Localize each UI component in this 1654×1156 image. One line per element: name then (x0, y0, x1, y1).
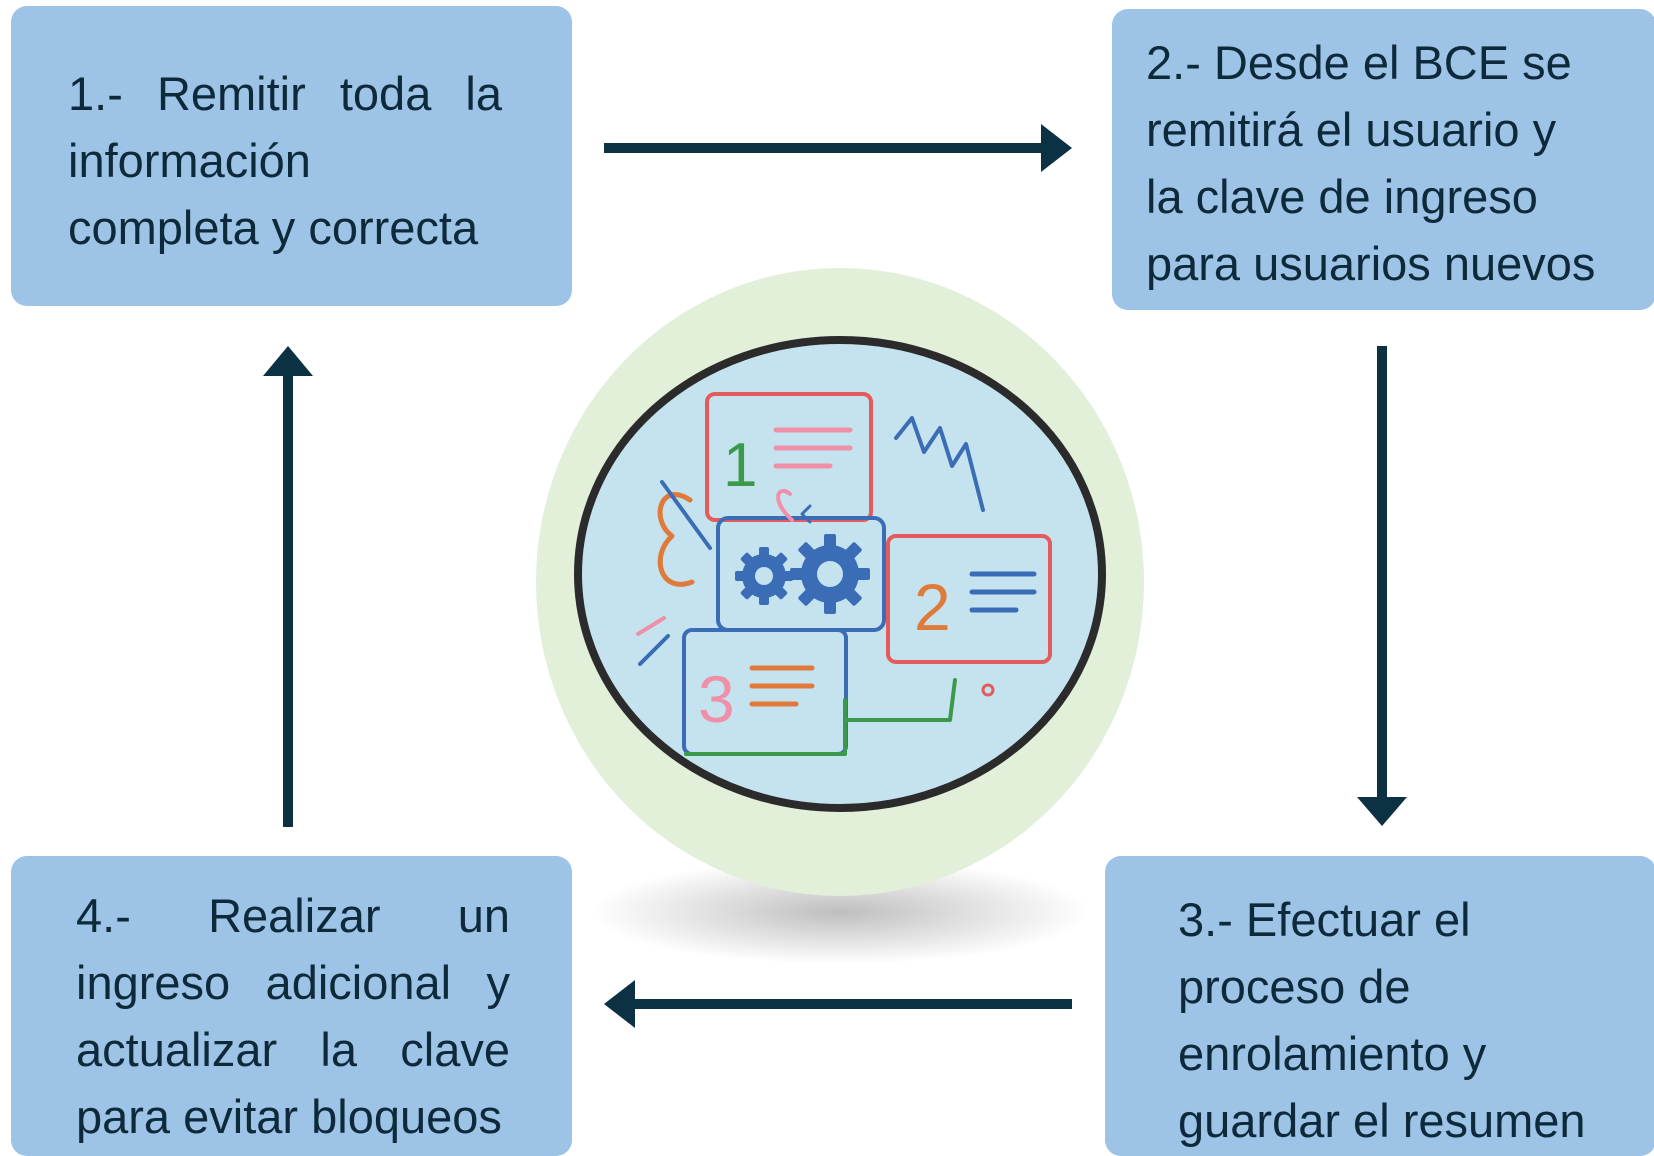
zigzag-mark (894, 416, 985, 512)
step-2-line-3: la clave de ingreso (1146, 170, 1538, 223)
squiggle-orange (657, 492, 695, 587)
step-3-box: 3.- Efectuar el proceso de enrolamiento … (1105, 856, 1654, 1156)
step-1-text: 1.- Remitir toda la información completa… (68, 67, 502, 254)
step-1-box: 1.- Remitir toda la información completa… (11, 6, 572, 306)
step-3-line-3: enrolamiento y (1178, 1027, 1487, 1080)
card-3-number: 3 (698, 662, 735, 736)
step-2-line-4: para usuarios nuevos (1146, 237, 1596, 290)
step-4-text: 4.- Realizar un ingreso adicional y actu… (76, 889, 510, 1143)
step-4-box: 4.- Realizar un ingreso adicional y actu… (11, 856, 572, 1156)
connector-green (684, 678, 957, 756)
step-3-line-4: guardar el resumen (1178, 1094, 1586, 1147)
arrow-down (1357, 346, 1407, 826)
card-2 (886, 534, 1052, 664)
arrow-right (604, 124, 1072, 172)
step-3-line-2: proceso de (1178, 960, 1411, 1013)
step-2-line-2: remitirá el usuario y (1146, 103, 1557, 156)
card-2-number: 2 (914, 570, 951, 644)
arrow-left (604, 980, 1072, 1028)
step-2-box: 2.- Desde el BCE se remitirá el usuario … (1112, 9, 1654, 310)
step-3-line-1: 3.- Efectuar el (1178, 893, 1471, 946)
drop-shadow (590, 860, 1090, 964)
gear-icon-small (735, 547, 793, 605)
card-1-number: 1 (723, 431, 757, 500)
gear-icon-large (790, 534, 870, 614)
process-gears-icon: 1 2 (636, 392, 1052, 756)
arrow-up (263, 346, 313, 827)
step-2-line-1: 2.- Desde el BCE se (1146, 36, 1572, 89)
